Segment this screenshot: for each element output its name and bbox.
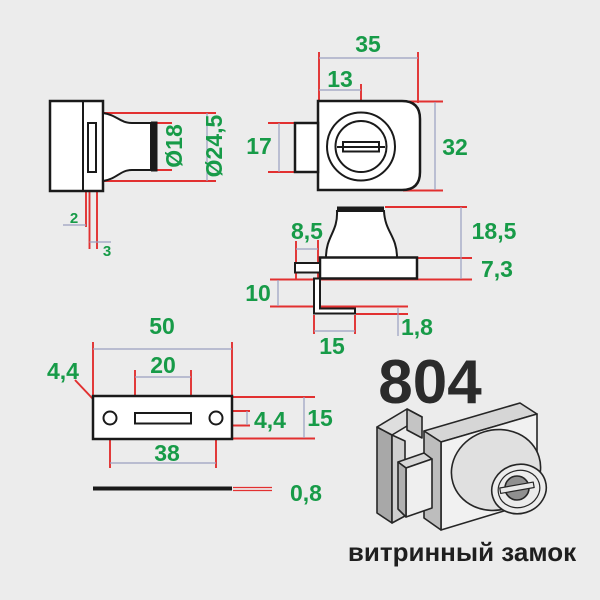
lock3d-pusher-front — [405, 458, 433, 518]
front-view-measure-lines — [278, 57, 436, 190]
dim-plan-drop: 10 — [245, 280, 271, 306]
model-number: 804 — [378, 348, 482, 417]
dim-front-key-offset: 13 — [327, 66, 353, 92]
dim-strike-hole-right: 4,4 — [254, 407, 286, 433]
lock3d-key-slot — [499, 481, 535, 495]
cylinder-cap-side — [151, 121, 158, 172]
latch-bracket-plan — [313, 277, 356, 315]
cylinder-bell-side — [102, 111, 152, 183]
dim-side-thickness: 3 — [103, 243, 111, 260]
lock3d-cylinder-ring — [497, 469, 541, 509]
dim-plan-foot-length: 15 — [319, 333, 345, 359]
cylinder-cap-plan — [337, 206, 384, 211]
dim-plan-bar-thickness: 1,8 — [401, 314, 433, 340]
strike-measure-lines — [93, 348, 305, 464]
strike-edge-view — [93, 486, 232, 491]
glass-tab-plan — [294, 262, 321, 274]
plan-view-measure-lines — [277, 207, 462, 336]
lock3d-clamp-outer — [376, 426, 393, 524]
dim-strike-slot-length: 20 — [150, 352, 176, 378]
front-view: 35 13 32 17 — [246, 31, 468, 192]
dim-strike-length: 50 — [149, 313, 175, 339]
lock3d-pusher-left — [397, 461, 407, 518]
base-plate-plan — [318, 256, 419, 280]
side-view: Ø18 Ø24,5 2 3 — [48, 99, 227, 260]
dim-side-diameter-24-5: Ø24,5 — [201, 114, 227, 177]
dim-strike-thickness: 0,8 — [290, 480, 322, 506]
dim-front-tab-height: 17 — [246, 133, 272, 159]
strike-slot — [134, 412, 192, 425]
product-label: 804 витринный замок — [348, 348, 577, 567]
dim-front-width: 35 — [355, 31, 381, 57]
dim-plan-plate-depth: 7,3 — [481, 256, 513, 282]
dim-strike-hole-left: 4,4 — [47, 358, 79, 384]
plan-view: 8,5 18,5 7,3 10 15 1,8 — [245, 206, 517, 359]
strike-hole-right — [208, 410, 224, 426]
glass-tab-front — [293, 121, 320, 174]
product-name: витринный замок — [348, 537, 577, 567]
side-view-measure-lines — [63, 113, 208, 243]
dim-plan-tab-depth: 8,5 — [291, 218, 323, 244]
lock-3d-illustration — [376, 402, 548, 531]
lock3d-clamp-lip — [406, 408, 423, 439]
dim-side-gap: 2 — [70, 210, 78, 227]
dim-strike-width: 15 — [307, 405, 333, 431]
dim-side-diameter-18: Ø18 — [161, 124, 187, 168]
dim-front-height: 32 — [442, 134, 468, 160]
strike-hole-left — [102, 410, 118, 426]
dim-strike-hole-spacing: 38 — [154, 440, 180, 466]
latch-slot-side — [87, 122, 97, 173]
dim-plan-boss-height: 18,5 — [472, 218, 517, 244]
strike-plate-view: 50 20 4,4 4,4 15 38 0,8 — [47, 313, 333, 506]
